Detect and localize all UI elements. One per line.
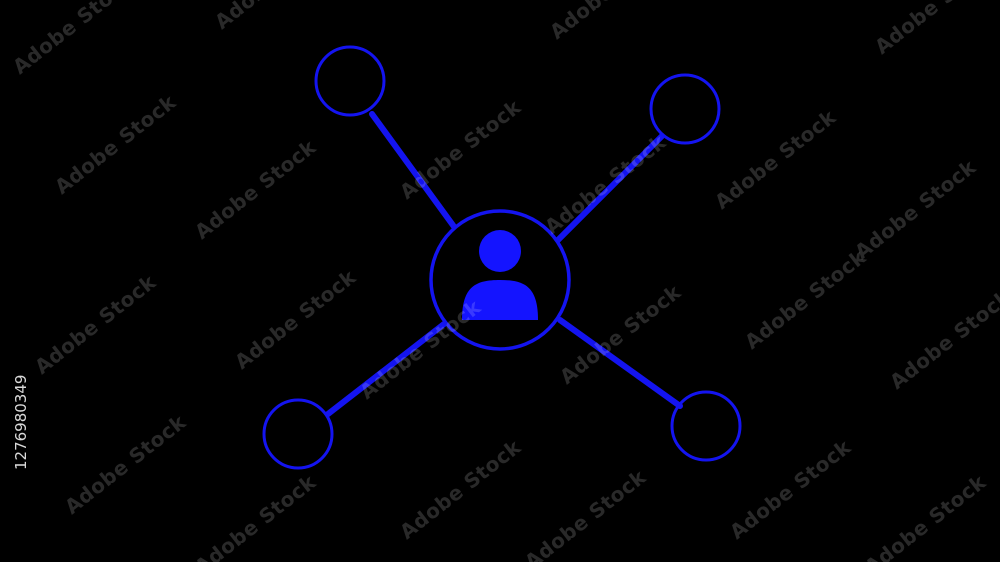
connector-bottom-right	[557, 317, 683, 409]
user-icon-head	[479, 230, 521, 272]
user-icon-body	[462, 280, 538, 320]
node-bottom-right	[670, 390, 742, 462]
connector-top-right	[555, 133, 665, 243]
node-top-right	[649, 73, 721, 145]
node-top-left	[314, 45, 386, 117]
user-icon	[462, 230, 538, 320]
stock-id-label: 1276980349	[12, 374, 30, 470]
connector-top-left	[369, 111, 458, 231]
node-bottom-left	[262, 398, 334, 470]
connector-bottom-left	[325, 321, 447, 417]
